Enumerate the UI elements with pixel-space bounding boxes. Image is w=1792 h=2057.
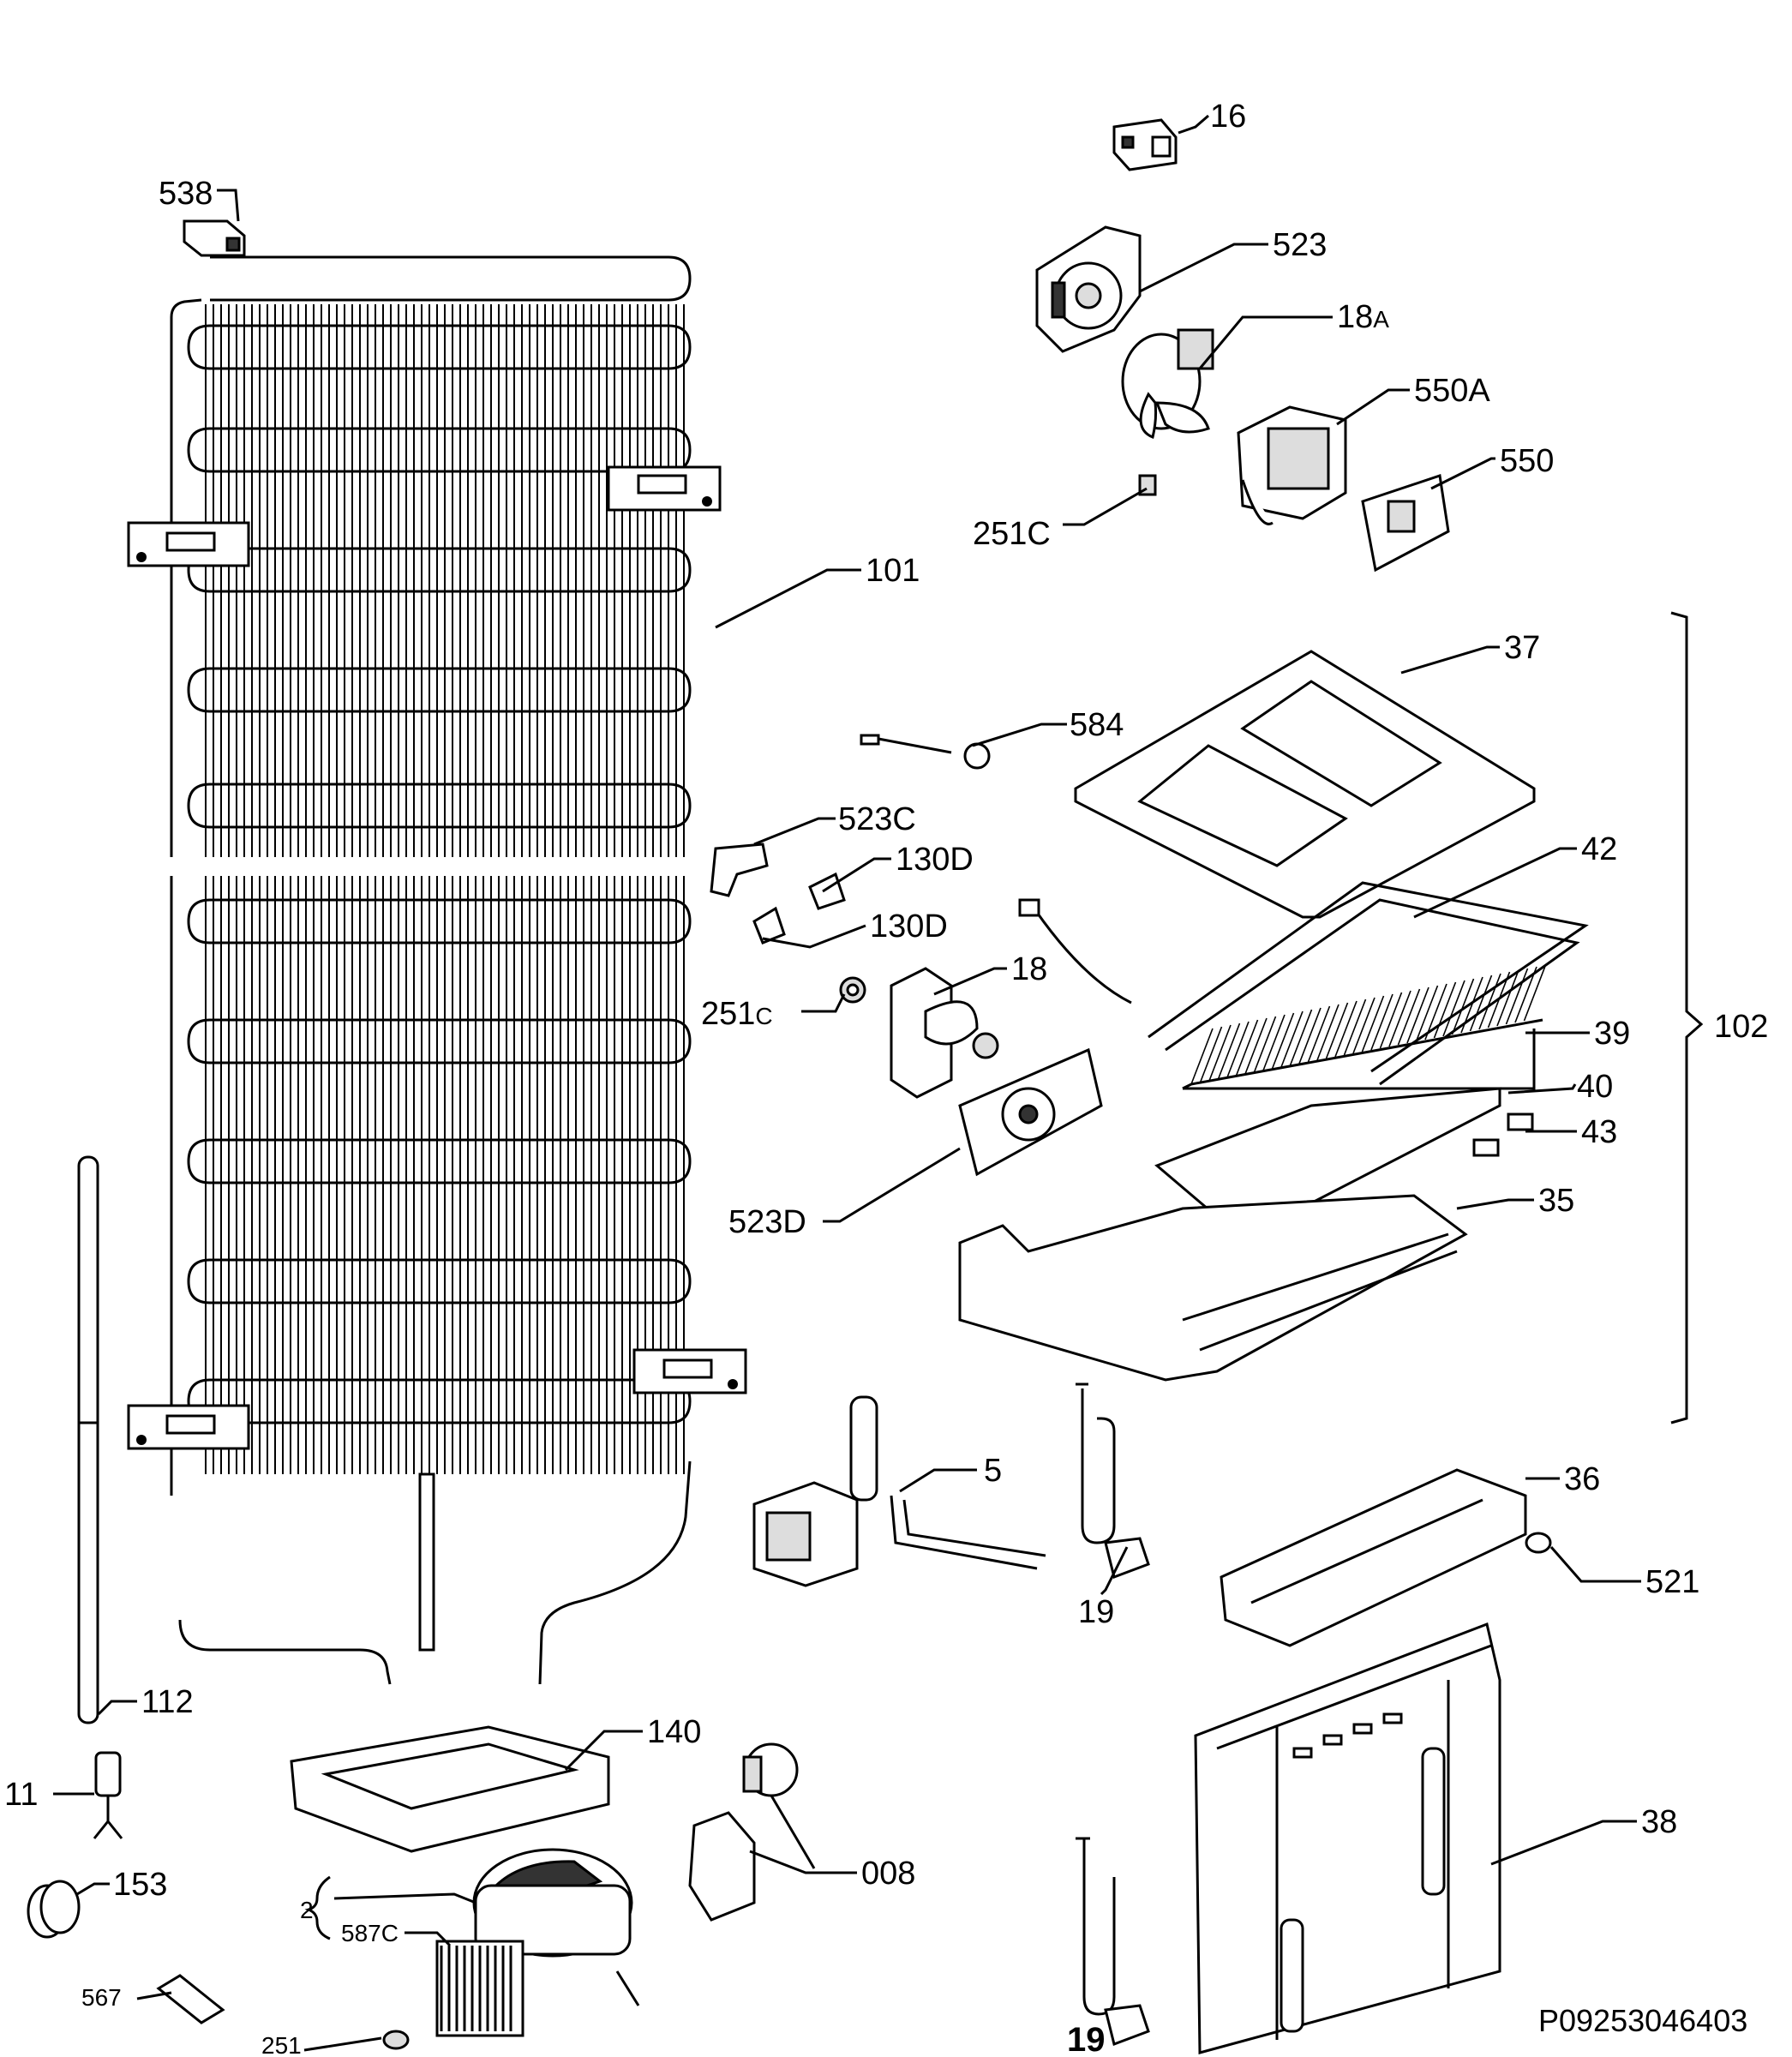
back-panel-icon bbox=[1194, 1622, 1501, 2054]
compressor-cooler-icon bbox=[440, 1946, 512, 2031]
label-36: 36 bbox=[1564, 1461, 1600, 1497]
label-2: 2 bbox=[300, 1897, 314, 1923]
connector-538-icon bbox=[183, 219, 246, 257]
o-ring-icon bbox=[1525, 1532, 1552, 1554]
label-251: 251 bbox=[261, 2032, 302, 2057]
evaporator-icon bbox=[958, 650, 1589, 1382]
fan-motor-icon bbox=[1121, 328, 1214, 440]
label-37: 37 bbox=[1504, 630, 1540, 666]
label-19-top: 19 bbox=[1078, 1594, 1114, 1630]
label-19-bottom: 19 bbox=[1067, 2021, 1106, 2057]
label-008: 008 bbox=[861, 1856, 915, 1892]
label-39: 39 bbox=[1594, 1016, 1630, 1052]
assembly-bracket bbox=[1670, 611, 1704, 1424]
label-42: 42 bbox=[1581, 831, 1617, 867]
label-112: 112 bbox=[141, 1684, 194, 1720]
thermal-protector-icon bbox=[688, 1742, 799, 1922]
label-584: 584 bbox=[1070, 707, 1124, 743]
label-523C: 523C bbox=[838, 801, 916, 837]
label-18: 18 bbox=[1011, 951, 1047, 987]
label-11: 11 bbox=[4, 1777, 38, 1813]
reference-code: P09253046403 bbox=[1538, 2003, 1747, 2038]
label-587C: 587C bbox=[341, 1920, 399, 1946]
label-130D-b: 130D bbox=[870, 909, 948, 945]
relay-icon bbox=[752, 1481, 859, 1587]
label-38: 38 bbox=[1641, 1804, 1677, 1840]
label-251c: 251C bbox=[701, 996, 773, 1032]
label-102: 102 bbox=[1714, 1009, 1768, 1045]
clip-130D-icon bbox=[752, 872, 846, 945]
bracket-523C-icon bbox=[710, 843, 769, 897]
label-16: 16 bbox=[1210, 99, 1246, 135]
label-567: 567 bbox=[81, 1984, 122, 2011]
temperature-sensor-icon bbox=[860, 734, 991, 770]
control-module-icon bbox=[1237, 405, 1347, 525]
drawer-rail-icon bbox=[1220, 1468, 1527, 1647]
heater-cable-bottom-icon bbox=[1076, 1837, 1150, 2046]
filter-drier-icon bbox=[849, 1395, 1046, 1570]
leader-lines bbox=[53, 114, 1641, 2052]
heater-cable-icon bbox=[1076, 1382, 1150, 1579]
label-550A: 550A bbox=[1414, 373, 1490, 409]
part-153-icon bbox=[27, 1880, 81, 1939]
label-538: 538 bbox=[159, 176, 213, 212]
grommet-icon bbox=[839, 976, 866, 1004]
label-40: 40 bbox=[1577, 1069, 1613, 1105]
compressor-base-icon bbox=[290, 1725, 610, 1853]
fan-motor-18-icon bbox=[890, 967, 999, 1099]
part-567-icon bbox=[156, 1974, 225, 2024]
label-35: 35 bbox=[1538, 1183, 1574, 1219]
label-523D: 523D bbox=[728, 1204, 806, 1240]
label-153: 153 bbox=[113, 1867, 167, 1903]
fan-housing-icon bbox=[1035, 225, 1142, 353]
label-251C-top: 251C bbox=[973, 516, 1051, 552]
label-523: 523 bbox=[1273, 227, 1327, 263]
label-140: 140 bbox=[647, 1714, 701, 1750]
drain-tube-icon bbox=[77, 1155, 99, 1724]
part-11-icon bbox=[93, 1751, 123, 1839]
label-18A: 18A bbox=[1337, 299, 1389, 335]
condenser-coil-icon bbox=[127, 255, 747, 1685]
label-5: 5 bbox=[984, 1453, 1002, 1489]
label-550: 550 bbox=[1500, 443, 1554, 479]
fan-plate-icon bbox=[958, 1047, 1103, 1177]
control-cover-icon bbox=[1361, 474, 1450, 573]
label-43: 43 bbox=[1581, 1114, 1617, 1150]
label-130D-a: 130D bbox=[896, 842, 974, 878]
label-521: 521 bbox=[1645, 1564, 1699, 1600]
compressor-icon bbox=[435, 1848, 640, 2037]
nut-251-icon bbox=[382, 2030, 410, 2050]
label-101: 101 bbox=[866, 553, 920, 589]
switch-icon bbox=[1112, 118, 1178, 171]
